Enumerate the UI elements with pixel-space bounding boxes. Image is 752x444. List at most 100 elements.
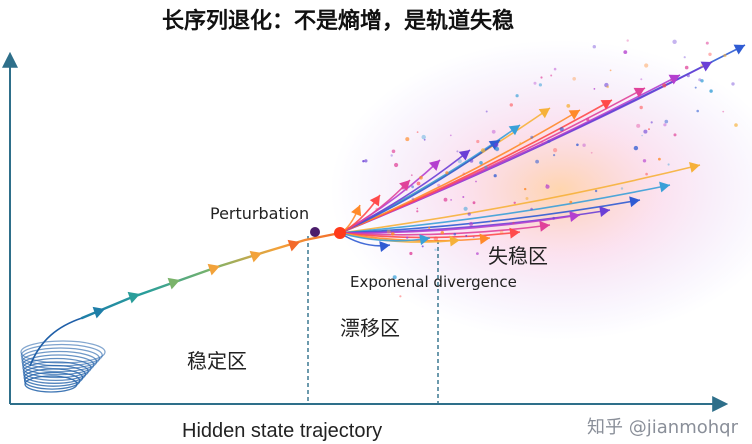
- particle: [734, 123, 738, 127]
- particle: [440, 231, 444, 235]
- particle: [416, 131, 419, 134]
- watermark: 知乎 @jianmohqr: [587, 417, 739, 438]
- particle: [533, 81, 537, 85]
- particle: [394, 162, 399, 168]
- particle: [705, 41, 709, 45]
- particle: [513, 201, 516, 204]
- divergence-arrowhead: [688, 162, 700, 173]
- particle: [553, 67, 557, 71]
- trail-arrowhead: [287, 239, 300, 252]
- particle: [662, 83, 667, 88]
- particle: [480, 148, 486, 153]
- divergence-arrowhead: [599, 206, 610, 218]
- particle: [406, 236, 409, 239]
- divergence-ray: [339, 184, 671, 234]
- divergence-arrowhead: [633, 87, 645, 98]
- particle: [722, 110, 725, 113]
- divergence-arrowhead: [600, 100, 612, 110]
- particle: [709, 89, 713, 93]
- particle: [494, 142, 499, 148]
- divergence-particles: [362, 39, 738, 298]
- particle: [375, 207, 379, 211]
- divergence-arrowhead: [659, 181, 670, 193]
- particle: [723, 53, 727, 58]
- particle: [644, 63, 649, 68]
- particle: [672, 39, 677, 44]
- divergence-arrowhead: [369, 195, 380, 207]
- particle: [686, 74, 690, 78]
- divergence-arrowhead: [428, 160, 440, 171]
- divergence-arrowhead: [629, 196, 640, 208]
- particle: [708, 52, 712, 56]
- particle: [445, 171, 449, 175]
- particle: [491, 129, 496, 134]
- particle: [364, 159, 368, 163]
- particle: [493, 174, 497, 178]
- divergence-arrowhead: [700, 61, 712, 72]
- particle: [489, 220, 492, 222]
- particle: [475, 180, 477, 183]
- perturbation-point: [310, 227, 320, 237]
- particle: [663, 123, 667, 127]
- divergence-arrowhead: [379, 241, 390, 253]
- particle: [479, 161, 483, 165]
- drift-region-label: 漂移区: [340, 316, 400, 340]
- particle: [443, 197, 448, 202]
- particle: [392, 275, 397, 280]
- particle: [433, 236, 439, 241]
- particle: [731, 82, 735, 86]
- particle: [391, 149, 396, 154]
- particle: [553, 154, 556, 157]
- particle: [469, 221, 474, 227]
- particle: [391, 232, 395, 236]
- particle: [449, 134, 452, 137]
- particle: [515, 94, 519, 98]
- particle: [476, 252, 479, 256]
- particle: [559, 127, 564, 132]
- particle: [437, 183, 441, 187]
- particle: [428, 226, 431, 229]
- particle: [684, 65, 689, 70]
- particle: [499, 230, 504, 234]
- particle: [670, 79, 673, 82]
- particle: [636, 123, 641, 128]
- particle: [594, 189, 598, 193]
- particle: [535, 159, 539, 164]
- divergence-arrowhead: [668, 74, 680, 85]
- particle: [658, 157, 661, 161]
- particle: [640, 78, 643, 81]
- divergence-arrowhead: [733, 44, 745, 55]
- spiral-loop: [21, 354, 95, 376]
- divergence-arrowhead: [538, 108, 550, 119]
- particle: [641, 134, 643, 137]
- particle: [694, 86, 697, 89]
- particle: [432, 239, 435, 242]
- particle: [462, 172, 466, 175]
- particle: [399, 295, 402, 298]
- x-axis-label: Hidden state trajectory: [182, 420, 382, 442]
- particle: [456, 150, 459, 153]
- divergence-ray: [339, 109, 581, 234]
- particle: [467, 212, 471, 216]
- divergence-arrowhead: [539, 220, 550, 232]
- particle: [472, 201, 476, 205]
- divergence-arrowhead: [419, 234, 430, 246]
- particle: [409, 251, 413, 256]
- trajectory-arrowheads: [92, 239, 300, 319]
- particle: [419, 175, 423, 180]
- particle: [569, 200, 573, 204]
- particle: [683, 56, 686, 59]
- divergence-arrowhead: [479, 233, 490, 245]
- particle: [434, 248, 437, 251]
- particle: [405, 137, 410, 142]
- spiral-loop: [20, 340, 106, 364]
- particle: [590, 151, 593, 154]
- divergence-ray: [339, 164, 701, 234]
- particle: [645, 172, 648, 176]
- divergence-arrowhead: [509, 227, 520, 239]
- particle: [509, 103, 513, 107]
- particle: [545, 184, 548, 186]
- particle: [512, 221, 515, 225]
- divergence-ray: [339, 199, 641, 234]
